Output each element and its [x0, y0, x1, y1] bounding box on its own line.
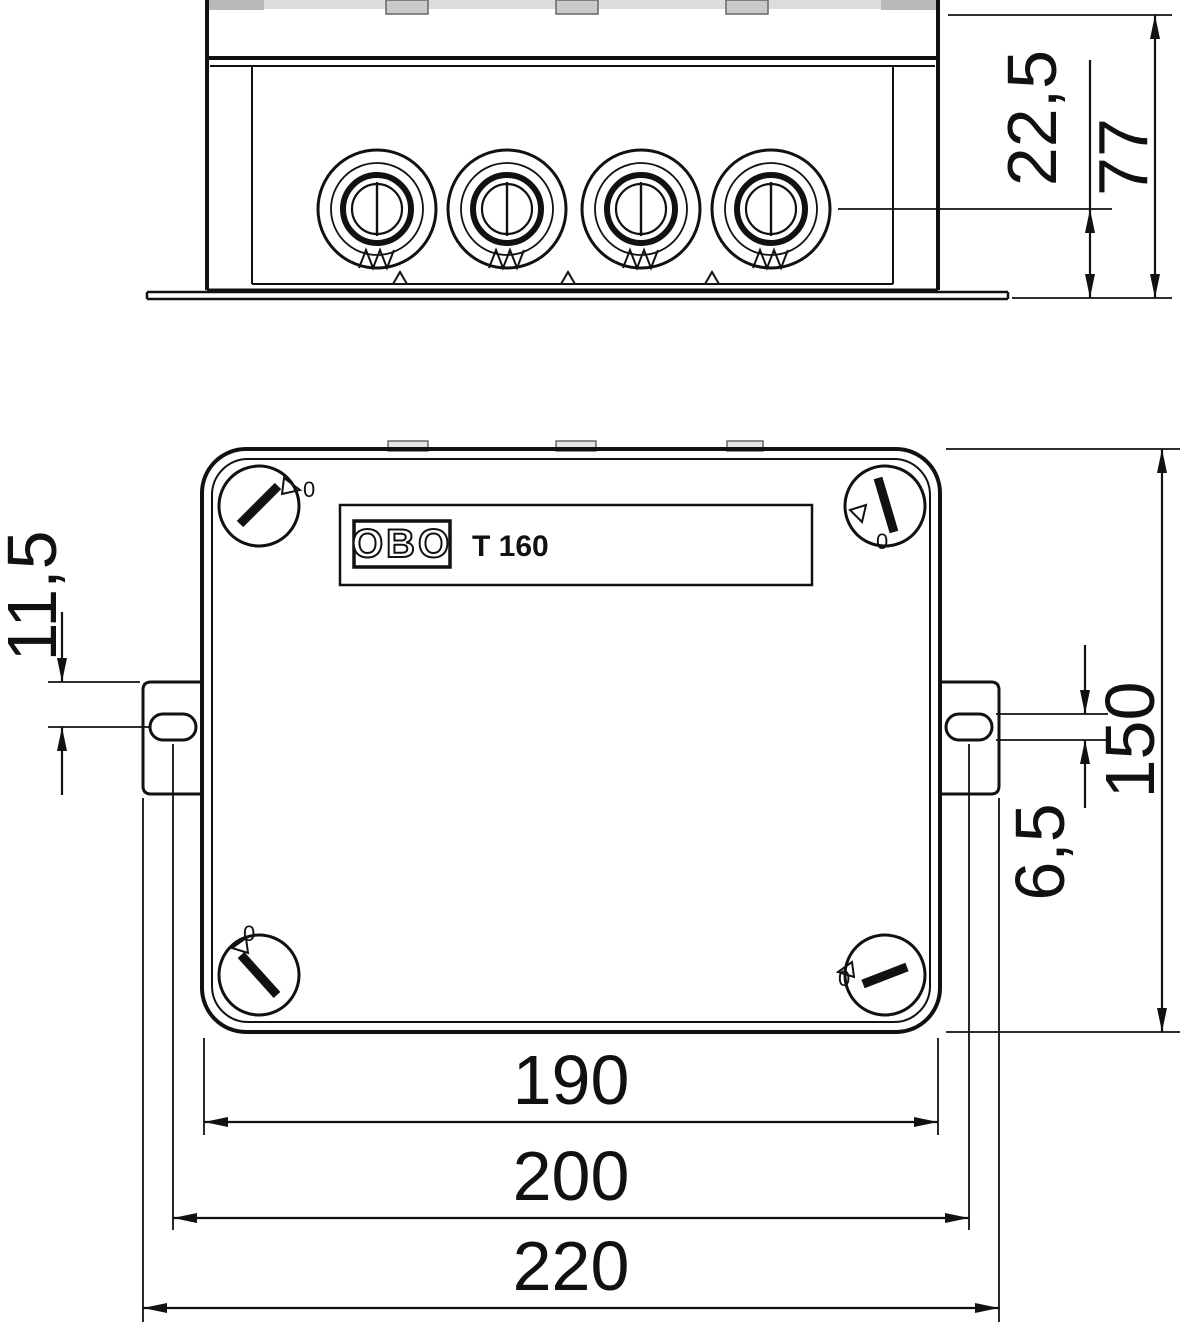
corner-screw-bottom-right	[835, 933, 927, 1017]
dim-label-fixing-centres: 200	[513, 1137, 630, 1215]
dim-arrow	[57, 727, 67, 751]
dim-arrow	[57, 658, 67, 682]
screw-slot	[236, 482, 282, 528]
dim-label-overall-width: 220	[513, 1227, 630, 1305]
lid-outer-contour	[200, 447, 942, 1034]
screw-zero-mark: 0	[876, 529, 888, 554]
corner-screw-top-left	[217, 464, 303, 548]
dim-arrow	[1080, 740, 1090, 764]
dim-label-flange-offset: 11,5	[0, 530, 71, 661]
screw-arrow-mark	[229, 936, 250, 955]
screw-slot	[861, 962, 909, 989]
dim-arrow	[173, 1213, 197, 1223]
front-view: 0 0 0 0 OBO T 160	[141, 440, 1001, 1034]
dim-label-slot-width: 6,5	[1001, 803, 1079, 900]
dimension-annotations: 22,5 77 11,5 150 6,5 190	[0, 14, 1180, 1322]
lid-clip-tab	[385, 0, 429, 15]
screw-slot	[873, 476, 899, 534]
dim-arrow	[1150, 15, 1160, 39]
lid-corner-right	[881, 0, 936, 10]
dim-label-box-width: 190	[513, 1041, 630, 1119]
mould-mark	[391, 270, 409, 285]
mounting-flange-left	[141, 680, 204, 796]
flange-slot-hole-right	[944, 712, 994, 742]
corner-screw-top-right	[843, 464, 927, 548]
screw-slot	[237, 951, 281, 999]
screw-zero-mark: 0	[838, 966, 850, 991]
label-plate-frame	[338, 503, 814, 587]
dim-arrow	[143, 1303, 167, 1313]
side-view	[145, 0, 1010, 301]
lid-corner-left	[209, 0, 264, 10]
label-plate: OBO T 160	[338, 503, 814, 587]
membrane-hatch	[358, 247, 395, 271]
lid-inner-contour	[211, 458, 931, 1023]
screw-zero-mark: 0	[243, 921, 255, 946]
obo-logo-frame	[352, 519, 452, 569]
membrane-hatch	[488, 247, 525, 271]
dim-arrow	[1085, 274, 1095, 298]
base-plate	[145, 290, 1010, 301]
mould-mark	[559, 270, 577, 285]
mould-mark	[703, 270, 721, 285]
corner-screw-bottom-left	[217, 933, 301, 1017]
dim-arrow	[1157, 449, 1167, 473]
membrane-hatch	[622, 247, 659, 271]
dim-arrow	[1080, 690, 1090, 714]
screw-arrow-mark	[835, 960, 856, 979]
membrane-hatch	[752, 247, 789, 271]
dim-arrow	[1085, 209, 1095, 233]
model-label: T 160	[472, 530, 549, 563]
mounting-flange-right	[938, 680, 1001, 796]
screw-arrow-mark	[280, 476, 303, 496]
dim-arrow	[1150, 274, 1160, 298]
dim-arrow	[914, 1117, 938, 1127]
dim-arrow	[1157, 1008, 1167, 1032]
lid-clip-tab	[555, 0, 599, 15]
cable-entry	[710, 148, 832, 271]
dim-label-entry-axis: 22,5	[993, 50, 1071, 186]
cable-entry	[316, 148, 438, 271]
flange-slot-hole-left	[148, 712, 198, 742]
cable-entry	[580, 148, 702, 271]
dim-arrow	[204, 1117, 228, 1127]
obo-logo: OBO	[352, 522, 452, 566]
dim-label-total-height: 77	[1084, 118, 1162, 196]
screw-zero-mark: 0	[303, 477, 315, 502]
dim-arrow	[975, 1303, 999, 1313]
lid-clip-tab	[725, 0, 769, 15]
screw-arrow-mark	[848, 503, 868, 524]
cable-entry	[446, 148, 568, 271]
dim-arrow	[945, 1213, 969, 1223]
